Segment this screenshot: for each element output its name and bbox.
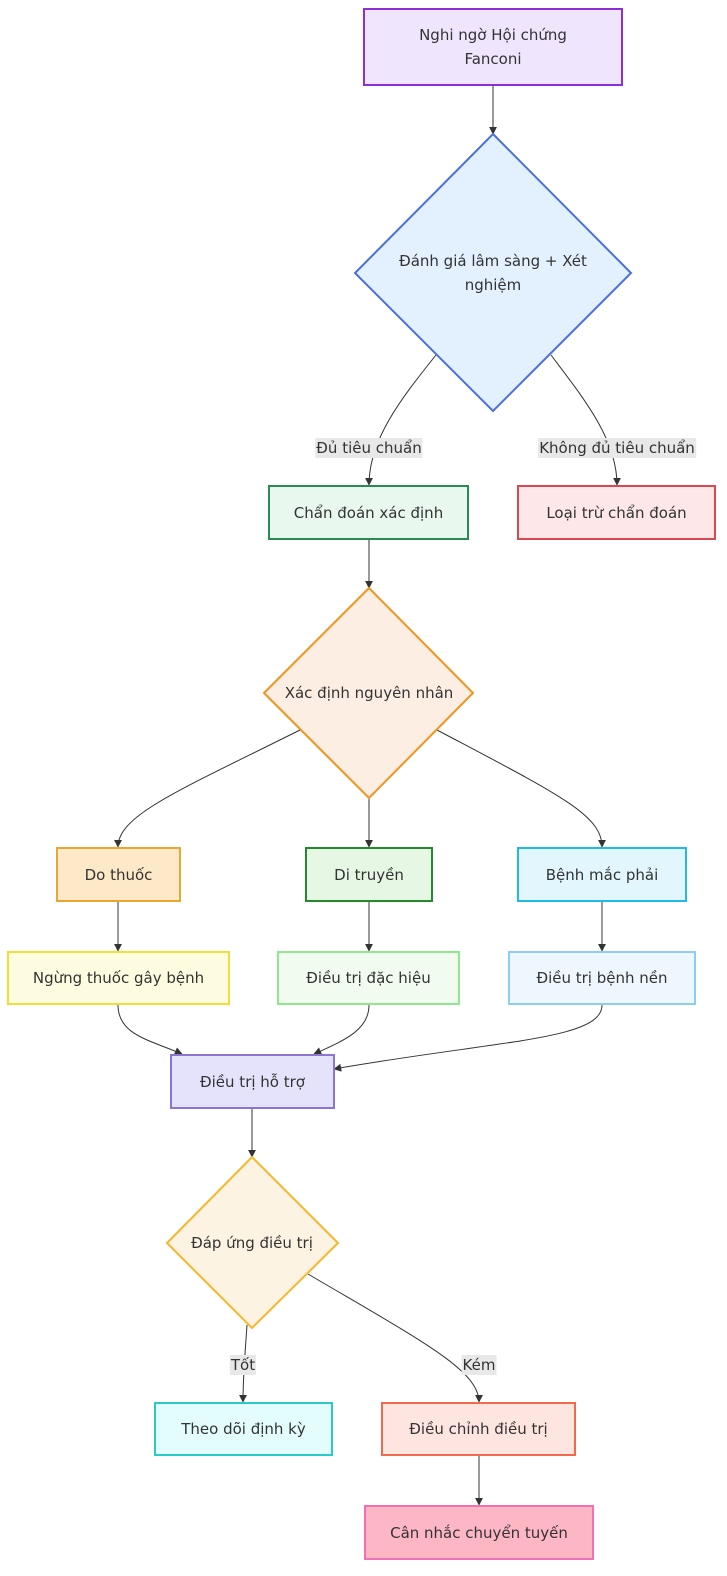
node-confirmed[interactable]: Chẩn đoán xác định <box>268 485 469 540</box>
edge-underlying-supportive <box>333 1004 603 1072</box>
node-start[interactable]: Nghi ngờ Hội chứng Fanconi <box>363 8 623 86</box>
node-acquired[interactable]: Bệnh mắc phải <box>517 847 687 902</box>
node-excluded[interactable]: Loại trừ chẩn đoán <box>517 485 716 540</box>
response-label: Đáp ứng điều trị <box>191 1234 313 1252</box>
response-diamond[interactable] <box>165 1155 340 1330</box>
edge-label-good: Tốt <box>229 1355 257 1375</box>
node-drug[interactable]: Do thuốc <box>56 847 181 902</box>
edge-assess-confirmed <box>365 354 437 486</box>
edge-label-not-meets: Không đủ tiêu chuẩn <box>538 438 696 458</box>
edge-assess-excluded <box>550 354 621 486</box>
assess-diamond[interactable] <box>353 132 633 413</box>
node-supportive[interactable]: Điều trị hỗ trợ <box>170 1054 335 1109</box>
edge-stop-supportive <box>117 1004 183 1055</box>
node-underlying[interactable]: Điều trị bệnh nền <box>508 951 696 1005</box>
node-specific[interactable]: Điều trị đặc hiệu <box>277 951 460 1005</box>
edge-specific-supportive <box>313 1004 370 1055</box>
node-adjust[interactable]: Điều chỉnh điều trị <box>381 1402 576 1456</box>
cause-diamond[interactable] <box>262 586 475 800</box>
node-monitor[interactable]: Theo dõi định kỳ <box>154 1402 333 1456</box>
edge-cause-drug <box>114 729 301 848</box>
edge-label-meets: Đủ tiêu chuẩn <box>315 438 423 458</box>
edge-cause-acquired <box>436 729 606 848</box>
edge-response-adjust <box>307 1273 483 1403</box>
node-referral[interactable]: Cân nhắc chuyển tuyến <box>364 1505 594 1560</box>
edge-label-poor: Kém <box>461 1355 497 1375</box>
node-genetic[interactable]: Di truyền <box>305 847 433 902</box>
assess-label: Đánh giá lâm sàng + Xét nghiệm <box>399 252 587 294</box>
cause-label: Xác định nguyên nhân <box>284 684 454 702</box>
node-stop-drug[interactable]: Ngừng thuốc gây bệnh <box>7 951 230 1005</box>
